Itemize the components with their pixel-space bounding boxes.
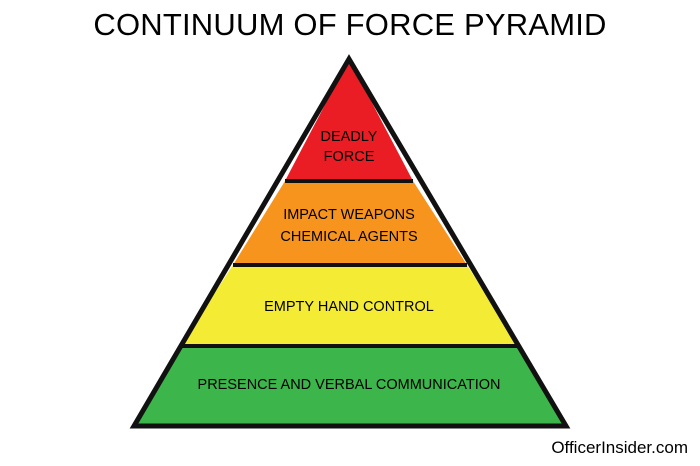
tier-label-presence: PRESENCE AND VERBAL COMMUNICATION: [198, 377, 501, 393]
tier-deadly-force: [285, 59, 413, 181]
tier-empty-hand: [180, 265, 518, 346]
tier-impact-weapons: [233, 181, 467, 265]
site-watermark: OfficerInsider.com: [551, 438, 688, 457]
tier-label-impact-line-1: IMPACT WEAPONS: [283, 207, 415, 223]
tier-label-deadly-line-1: DEADLY: [321, 129, 378, 145]
pyramid-outline: [129, 54, 571, 429]
tier-label-empty-hand: EMPTY HAND CONTROL: [264, 299, 434, 315]
page-title: CONTINUUM OF FORCE PYRAMID: [93, 7, 607, 42]
tier-presence-verbal: [134, 346, 566, 426]
tier-label-deadly-line-2: FORCE: [324, 149, 375, 165]
tier-label-impact-line-2: CHEMICAL AGENTS: [280, 229, 417, 245]
